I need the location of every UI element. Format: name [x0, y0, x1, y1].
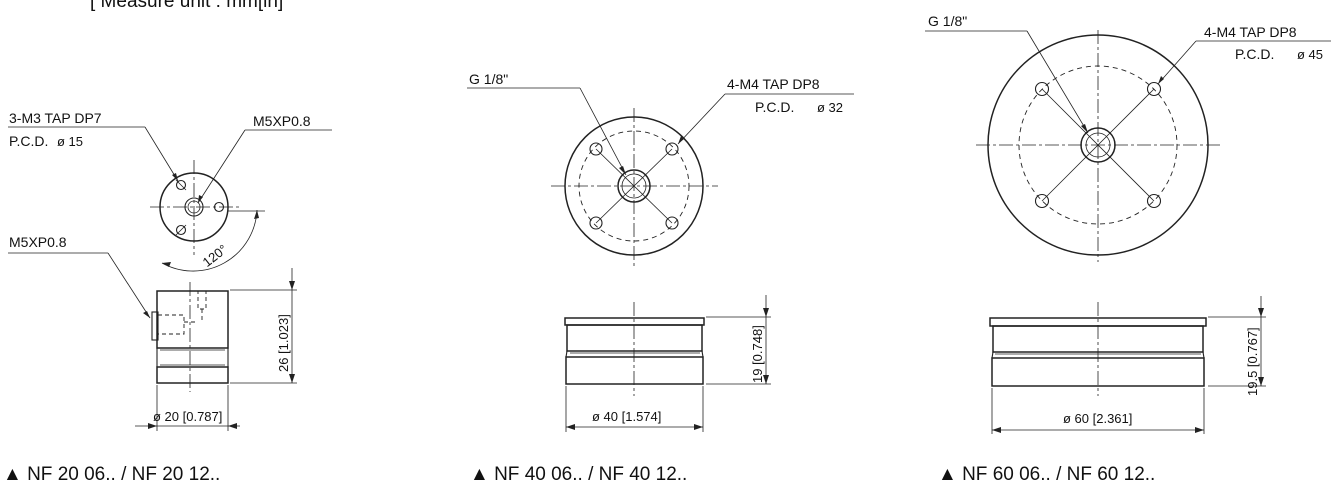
nf40-port-label: G 1/8": [469, 71, 508, 87]
nf60-top-view: G 1/8" 4-M4 TAP DP8 P.C.D. ø 45: [925, 13, 1331, 262]
nf60-pcd-label: P.C.D.: [1235, 46, 1274, 62]
nf20-top-view: 120° 3-M3 TAP DP7 P.C.D. ø 15 M5XP0.8: [8, 110, 332, 272]
nf40-diameter-label: ø 40 [1.574]: [592, 409, 661, 424]
nf60-height-label: 19.5 [0.767]: [1245, 327, 1260, 396]
nf40-caption: ▲ NF 40 06.. / NF 40 12..: [470, 464, 687, 485]
nf60-diameter-label: ø 60 [2.361]: [1063, 411, 1132, 426]
model-nf60: G 1/8" 4-M4 TAP DP8 P.C.D. ø 45 19.5 [0.…: [925, 13, 1331, 485]
nf20-port-side-label: M5XP0.8: [9, 234, 67, 250]
nf40-pcd-value: ø 32: [817, 100, 843, 115]
nf20-caption: ▲ NF 20 06.. / NF 20 12..: [3, 464, 220, 485]
nf40-height-label: 19 [0.748]: [750, 325, 765, 383]
model-nf20: 120° 3-M3 TAP DP7 P.C.D. ø 15 M5XP0.8 M5…: [3, 110, 332, 485]
nf20-height-label: 26 [1.023]: [276, 314, 291, 372]
nf60-side-view: 19.5 [0.767] ø 60 [2.361]: [989, 296, 1266, 434]
nf20-tap-label: 3-M3 TAP DP7: [9, 110, 102, 126]
nf20-side-view: M5XP0.8 26 [1.023] ø: [8, 234, 297, 431]
nf60-tap-label: 4-M4 TAP DP8: [1204, 24, 1297, 40]
nf40-top-view: G 1/8" 4-M4 TAP DP8 P.C.D. ø 32: [467, 71, 854, 266]
nf40-side-view: 19 [0.748] ø 40 [1.574]: [564, 295, 771, 432]
measure-unit-label: [ Measure unit : mm[in]: [90, 0, 283, 12]
nf60-port-label: G 1/8": [928, 13, 967, 29]
nf20-diameter-label: ø 20 [0.787]: [153, 409, 222, 424]
nf20-pcd-label: P.C.D.: [9, 133, 48, 149]
nf60-caption: ▲ NF 60 06.. / NF 60 12..: [938, 464, 1155, 485]
nf20-port-top-label: M5XP0.8: [253, 113, 311, 129]
nf60-pcd-value: ø 45: [1297, 47, 1323, 62]
nf40-pcd-label: P.C.D.: [755, 99, 794, 115]
model-nf40: G 1/8" 4-M4 TAP DP8 P.C.D. ø 32 19 [0.74…: [467, 71, 854, 485]
nf20-angle-label: 120°: [200, 241, 230, 269]
nf40-tap-label: 4-M4 TAP DP8: [727, 76, 820, 92]
nf20-pcd-value: ø 15: [57, 134, 83, 149]
